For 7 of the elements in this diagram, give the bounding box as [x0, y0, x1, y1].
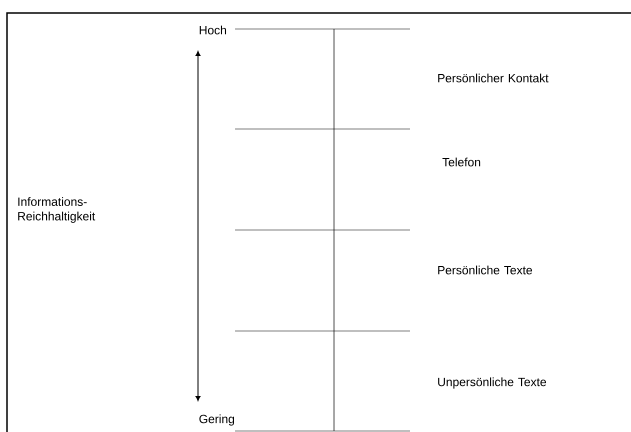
label: Hoch — [200, 26, 226, 34]
label: Unpersönliche Texte — [438, 377, 546, 389]
label: Persönliche Texte — [438, 266, 532, 274]
label: Telefon — [442, 158, 480, 166]
label: Gering — [199, 414, 234, 426]
label: Informations- Reichhaltigkeit — [18, 197, 96, 223]
label: Persönlicher Kontakt — [438, 74, 548, 82]
